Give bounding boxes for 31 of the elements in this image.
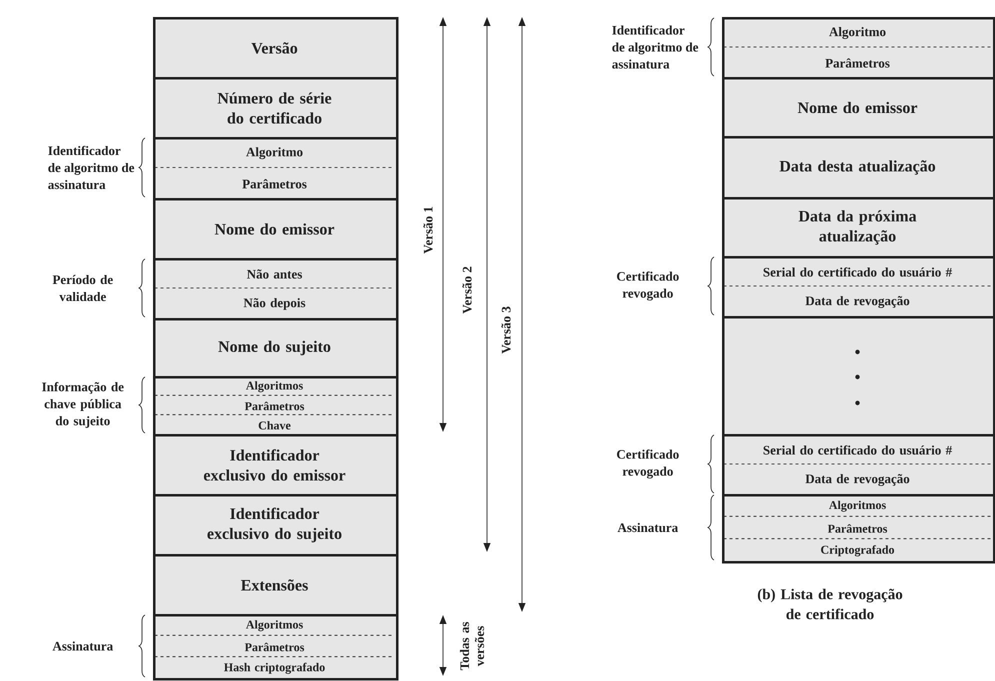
field-box: Algoritmos Parâmetros Criptografado — [722, 494, 995, 564]
field-box: Versão — [153, 17, 398, 80]
field-box: Algoritmo Parâmetros — [722, 17, 995, 80]
field-box: Extensões — [153, 554, 398, 616]
field-box: Algoritmos Parâmetros Hash criptografado — [153, 614, 398, 680]
field-box: Número de série do certificado — [153, 77, 398, 140]
field-box: Nome do sujeito — [153, 318, 398, 378]
field-box: Nome do emissor — [722, 77, 995, 138]
field-box: Algoritmo Parâmetros — [153, 137, 398, 200]
field-box: Identificador exclusivo do sujeito — [153, 494, 398, 556]
bracket-label: Certificado revogado — [617, 434, 714, 494]
bracket-label: Assinatura — [618, 494, 714, 560]
field-box: Identificador exclusivo do emissor — [153, 434, 398, 496]
field-box: Data da próxima atualização — [722, 197, 995, 258]
field-box: Não antes Não depois — [153, 258, 398, 320]
bracket-label: Período de validade — [52, 258, 146, 318]
bracket-label: Certificado revogado — [617, 256, 714, 316]
span-label: Versão 1 — [423, 206, 433, 254]
bracket-label: Identificador de algoritmo de assinatura — [48, 138, 146, 198]
bracket-label: Identificador de algoritmo de assinatura — [612, 18, 714, 76]
span-label: Versão 3 — [501, 306, 511, 354]
field-box: Data desta atualização — [722, 136, 995, 200]
caption: (b) Lista de revogação de certificado — [758, 588, 902, 620]
bracket-label: Assinatura — [52, 614, 146, 678]
span-label: Versão 2 — [462, 266, 472, 314]
field-box: Serial do certificado do usuário # Data de revogação — [722, 256, 995, 318]
bracket-label: Informação de chave pública do sujeito — [42, 376, 146, 434]
span-label: Todas as versões — [460, 622, 484, 670]
field-box: Nome do emissor — [153, 198, 398, 260]
field-box: Serial do certificado do usuário # Data de revogação — [722, 434, 995, 496]
field-box: Algoritmos Parâmetros Chave — [153, 376, 398, 436]
